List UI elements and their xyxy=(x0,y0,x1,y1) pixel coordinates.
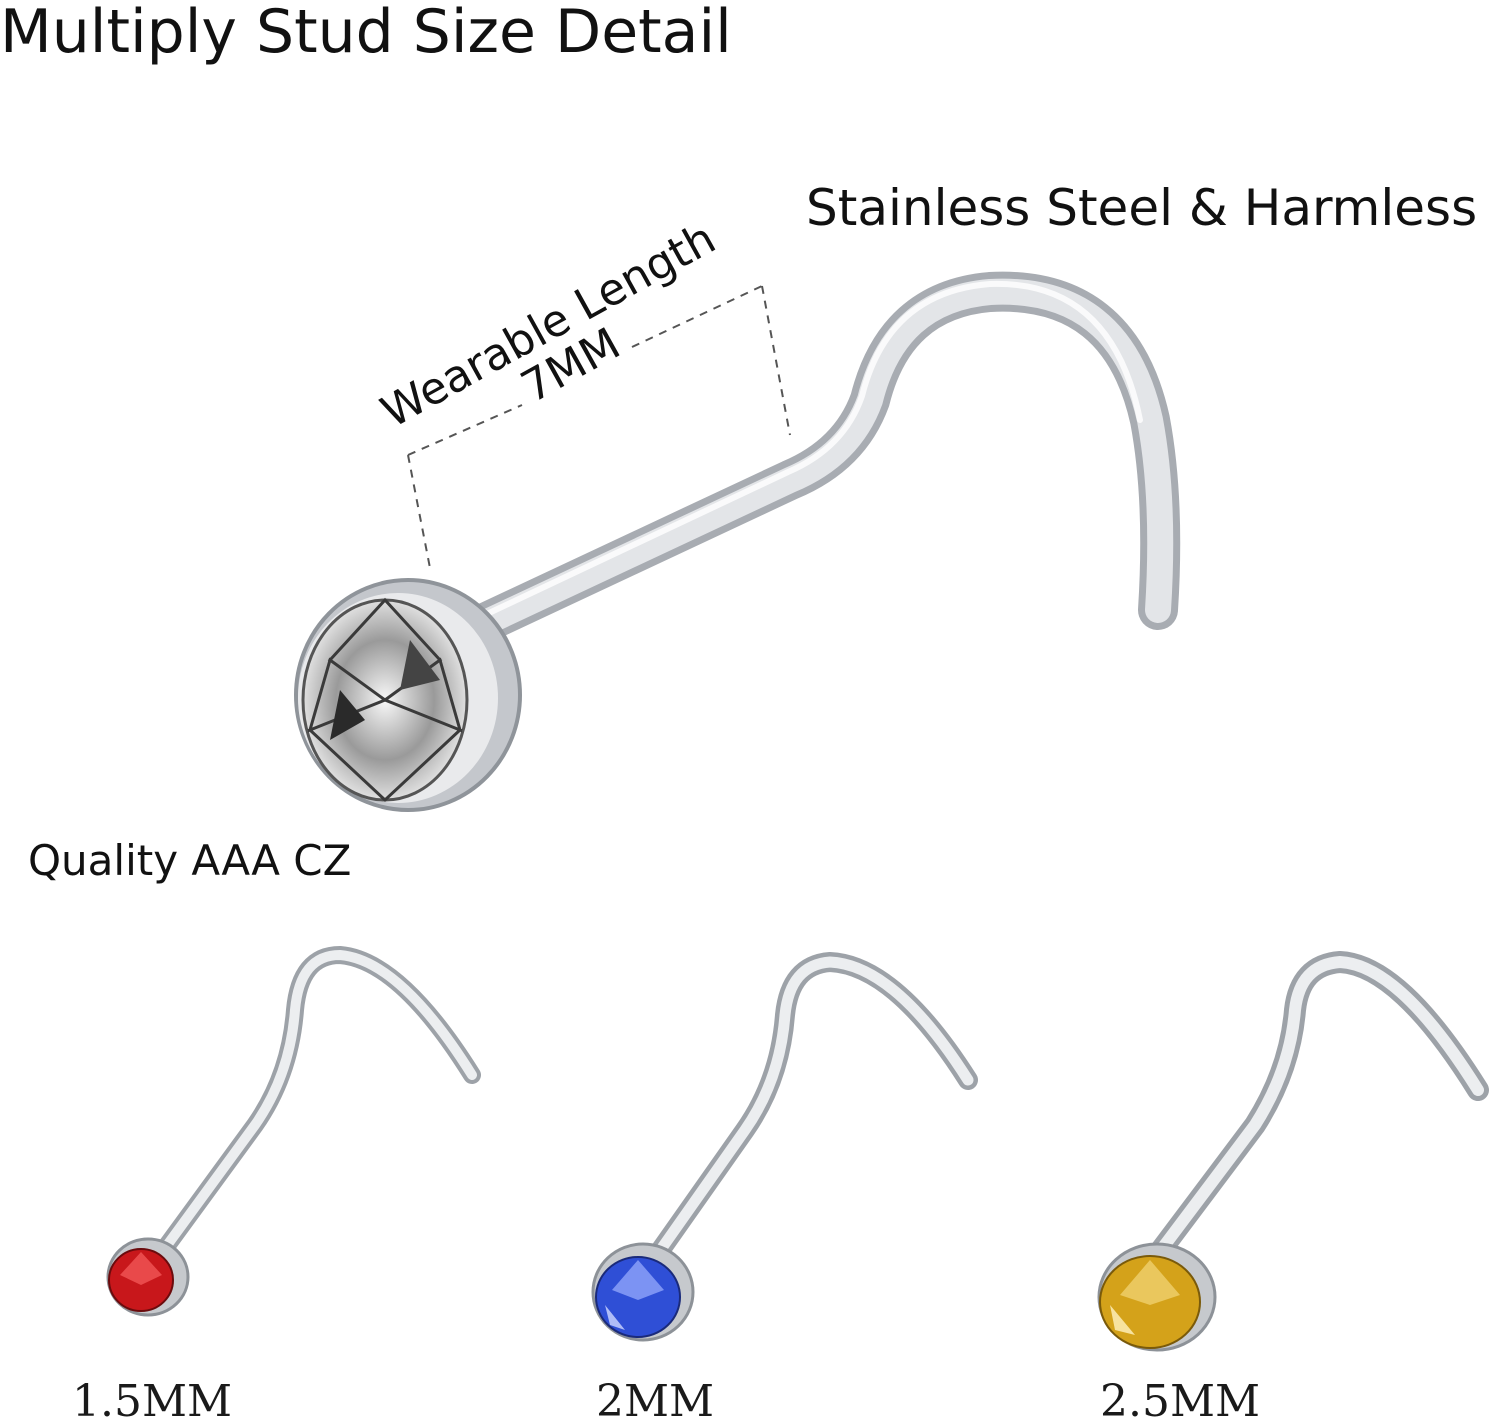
large-nose-stud-image xyxy=(294,271,1181,812)
stud-2mm-image xyxy=(591,951,978,1342)
quality-label: Quality AAA CZ xyxy=(28,836,352,885)
stud-1-5mm-image xyxy=(106,945,481,1317)
stud-2-5mm-image xyxy=(1097,950,1489,1352)
size-label-1-5mm: 1.5MM xyxy=(72,1376,233,1427)
wearable-length-indicator xyxy=(407,285,791,569)
material-label: Stainless Steel & Harmless xyxy=(806,179,1478,237)
size-label-2-5mm: 2.5MM xyxy=(1100,1376,1261,1427)
page-title: Multiply Stud Size Detail xyxy=(0,0,732,67)
size-label-2mm: 2MM xyxy=(596,1376,715,1427)
